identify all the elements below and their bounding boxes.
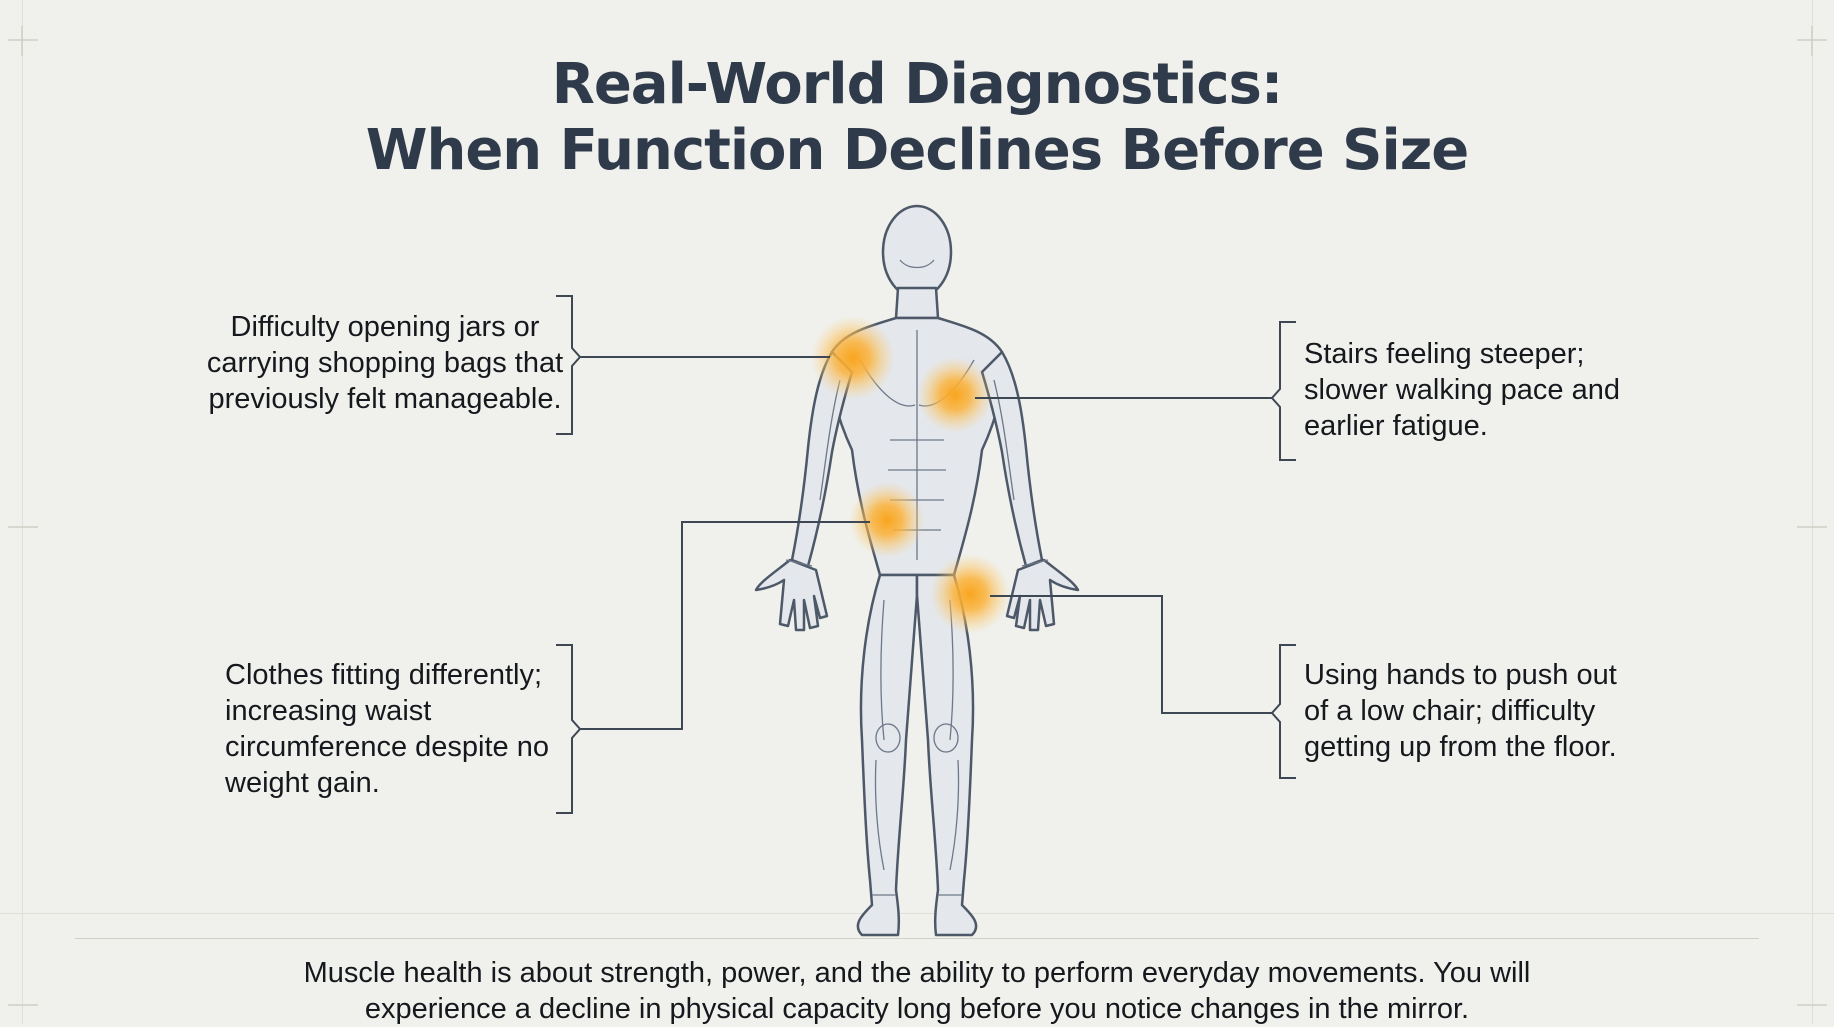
footer-line-2: experience a decline in physical capacit…: [364, 993, 1470, 1025]
registration-marks: [8, 26, 1827, 1006]
footer-caption: Muscle health is about strength, power, …: [0, 955, 1834, 1027]
connector-bottom-right: [990, 595, 1272, 714]
footer-line-1: Muscle health is about strength, power, …: [303, 957, 1531, 989]
title-line-1: Real-World Diagnostics:: [551, 52, 1284, 117]
hotspot-shoulder: [811, 316, 895, 400]
callout-top-right: Stairs feeling steeper; slower walking p…: [1304, 338, 1620, 442]
title-line-2: When Function Declines Before Size: [365, 118, 1470, 183]
frame-line-bottom: [0, 913, 1834, 914]
frame-line-right: [1812, 0, 1813, 1024]
hotspots: [811, 316, 1010, 634]
hotspot-waist: [849, 482, 925, 558]
human-figure: [754, 204, 1080, 937]
callout-top-left: Difficulty opening jars or carrying shop…: [206, 311, 564, 415]
bracket-top-right: [1270, 321, 1296, 461]
footer-divider: [75, 938, 1759, 939]
hotspot-chest: [917, 357, 993, 433]
hotspot-hip: [930, 554, 1010, 634]
bracket-bottom-right: [1270, 644, 1296, 779]
connectors: [556, 295, 1296, 814]
callout-bottom-right: Using hands to push out of a low chair; …: [1304, 659, 1617, 763]
callout-bottom-left: Clothes fitting differently; increasing …: [225, 659, 549, 799]
frame-line-left: [22, 0, 23, 1024]
connector-bottom-left: [580, 521, 870, 730]
page-title: Real-World Diagnostics: When Function De…: [0, 52, 1834, 184]
